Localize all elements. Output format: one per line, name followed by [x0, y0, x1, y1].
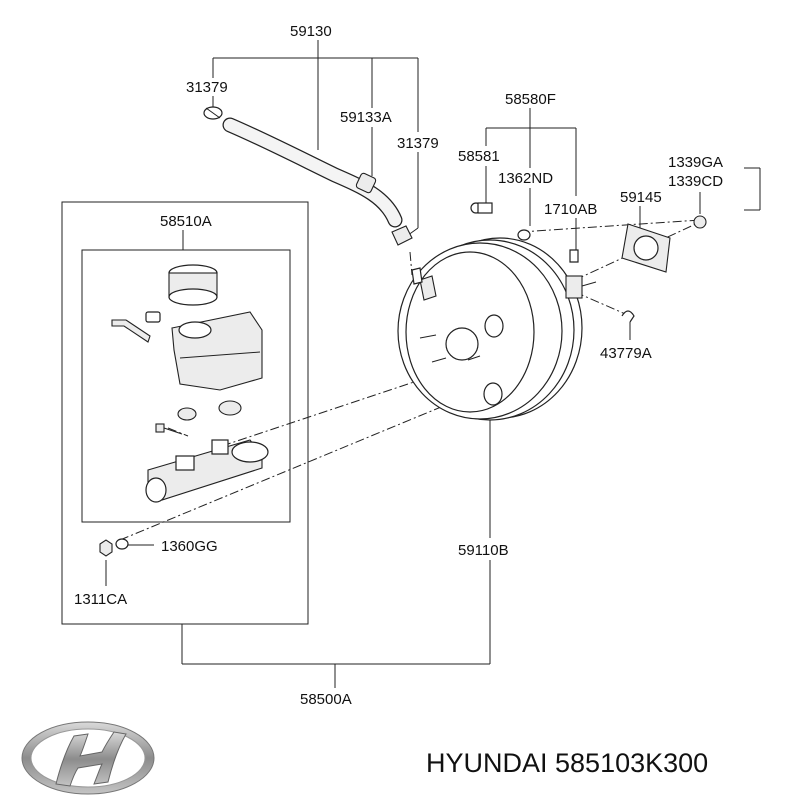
fluid-level-sensor-icon	[111, 319, 151, 343]
brake-booster-icon	[397, 237, 597, 421]
vacuum-hose	[203, 106, 413, 246]
master-cylinder-box	[81, 249, 291, 523]
label-58510a: 58510A	[160, 213, 212, 230]
sensor-plug-icon	[145, 311, 161, 323]
label-1360gg: 1360GG	[161, 538, 218, 555]
label-58580f: 58580F	[505, 91, 556, 108]
reservoir-seal-icon	[177, 400, 242, 421]
label-31379-top: 31379	[186, 79, 228, 96]
brand-caption: HYUNDAI 585103K300	[426, 748, 708, 778]
clip-icon	[569, 249, 579, 263]
label-58500a: 58500A	[300, 691, 352, 708]
oring-icon	[115, 538, 129, 550]
label-1362nd: 1362ND	[498, 170, 553, 187]
label-1710ab: 1710AB	[544, 201, 597, 218]
label-31379-lower: 31379	[397, 135, 439, 152]
label-59110b: 59110B	[458, 542, 509, 559]
label-59130: 59130	[290, 23, 332, 40]
hose-clamp-lower-icon	[391, 225, 413, 246]
label-43779a: 43779A	[600, 345, 652, 362]
nut-icon	[693, 215, 707, 229]
label-1339ga: 1339GA	[668, 154, 723, 171]
label-1311ca: 1311CA	[74, 591, 127, 608]
reservoir-icon	[171, 311, 263, 391]
hyundai-logo-icon	[21, 721, 155, 795]
washer-icon	[517, 229, 531, 241]
check-valve-icon	[355, 172, 377, 194]
master-cylinder-icon	[145, 439, 269, 503]
snap-pin-icon	[621, 310, 635, 323]
flange-nut-icon	[99, 539, 113, 557]
assembly-dash-lines	[119, 219, 701, 541]
label-59133a: 59133A	[340, 109, 392, 126]
gasket-icon	[621, 223, 671, 273]
clevis-pin-icon	[470, 202, 493, 214]
booster-fasteners	[470, 202, 707, 323]
reservoir-cap-icon	[168, 264, 218, 306]
mounting-bolt-icon	[155, 423, 183, 435]
hose-clamp-icon	[203, 106, 223, 120]
label-59145: 59145	[620, 189, 662, 206]
assembly-box-outer	[61, 201, 309, 625]
label-58581: 58581	[458, 148, 500, 165]
label-1339cd: 1339CD	[668, 173, 723, 190]
